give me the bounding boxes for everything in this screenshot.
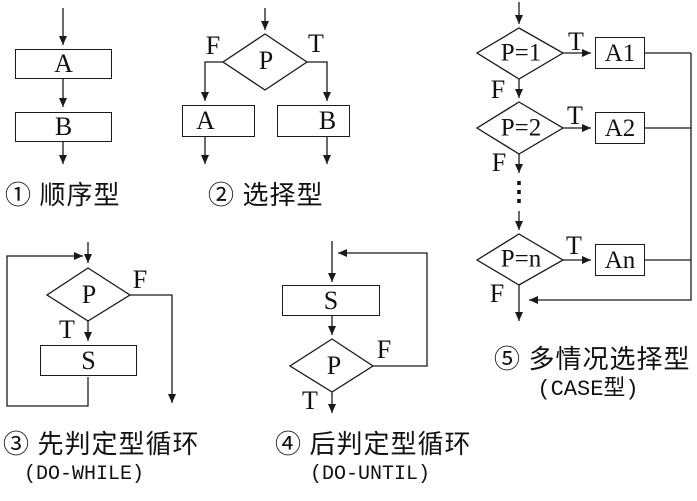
process-box-b: B bbox=[15, 112, 112, 142]
selection-false-label: F bbox=[205, 31, 221, 60]
do-until-true-label: T bbox=[302, 386, 318, 415]
decision-diamond bbox=[45, 267, 132, 322]
do-until-caption: ④ 后判定型循环 bbox=[275, 430, 472, 459]
selection-true-label: T bbox=[308, 29, 324, 58]
decision-diamond bbox=[475, 101, 565, 155]
do-while-subcaption: (DO-WHILE) bbox=[23, 463, 145, 486]
do-until-subcaption: (DO-UNTIL) bbox=[309, 463, 431, 486]
case-true-label-1: T bbox=[568, 27, 584, 56]
selection-box-a: A bbox=[182, 105, 255, 137]
case-condition-2: P=2 bbox=[500, 114, 542, 142]
do-until-condition: P bbox=[326, 351, 342, 380]
do-while-flow-lines bbox=[6, 242, 176, 407]
case-action-box-2: A2 bbox=[595, 112, 645, 144]
case-false-label-1: F bbox=[490, 75, 506, 104]
do-until-false-label: F bbox=[376, 335, 392, 364]
case-false-label-2: F bbox=[491, 148, 507, 177]
decision-diamond bbox=[288, 338, 375, 393]
do-while-body-box: S bbox=[40, 345, 137, 376]
selection-condition: P bbox=[258, 46, 274, 75]
decision-diamond bbox=[475, 27, 565, 80]
do-until-flow-lines bbox=[288, 241, 428, 413]
process-box-a: A bbox=[15, 49, 112, 79]
sequence-caption: ① 顺序型 bbox=[5, 181, 121, 210]
case-condition-n: P=n bbox=[500, 245, 542, 273]
case-true-label-2: T bbox=[567, 101, 583, 130]
selection-caption: ② 选择型 bbox=[208, 181, 324, 210]
do-while-false-label: F bbox=[132, 265, 148, 294]
vertical-ellipsis: ⋮ bbox=[506, 176, 532, 206]
case-action-box-n: An bbox=[595, 244, 645, 276]
case-action-box-1: A1 bbox=[595, 37, 645, 69]
case-flow-lines bbox=[475, 2, 692, 321]
case-true-label-n: T bbox=[566, 231, 582, 260]
do-while-caption: ③ 先判定型循环 bbox=[3, 430, 200, 459]
case-subcaption: (CASE型) bbox=[537, 377, 639, 402]
decision-diamond bbox=[221, 33, 309, 91]
case-condition-1: P=1 bbox=[500, 39, 542, 67]
decision-diamond bbox=[475, 233, 565, 286]
do-while-condition: P bbox=[81, 280, 97, 309]
do-until-body-box: S bbox=[282, 285, 380, 316]
selection-flow-lines bbox=[201, 8, 331, 164]
do-while-true-label: T bbox=[59, 315, 75, 344]
selection-box-b: B bbox=[277, 105, 350, 137]
case-caption: ⑤ 多情况选择型 bbox=[494, 345, 691, 374]
case-false-label-n: F bbox=[489, 279, 505, 308]
